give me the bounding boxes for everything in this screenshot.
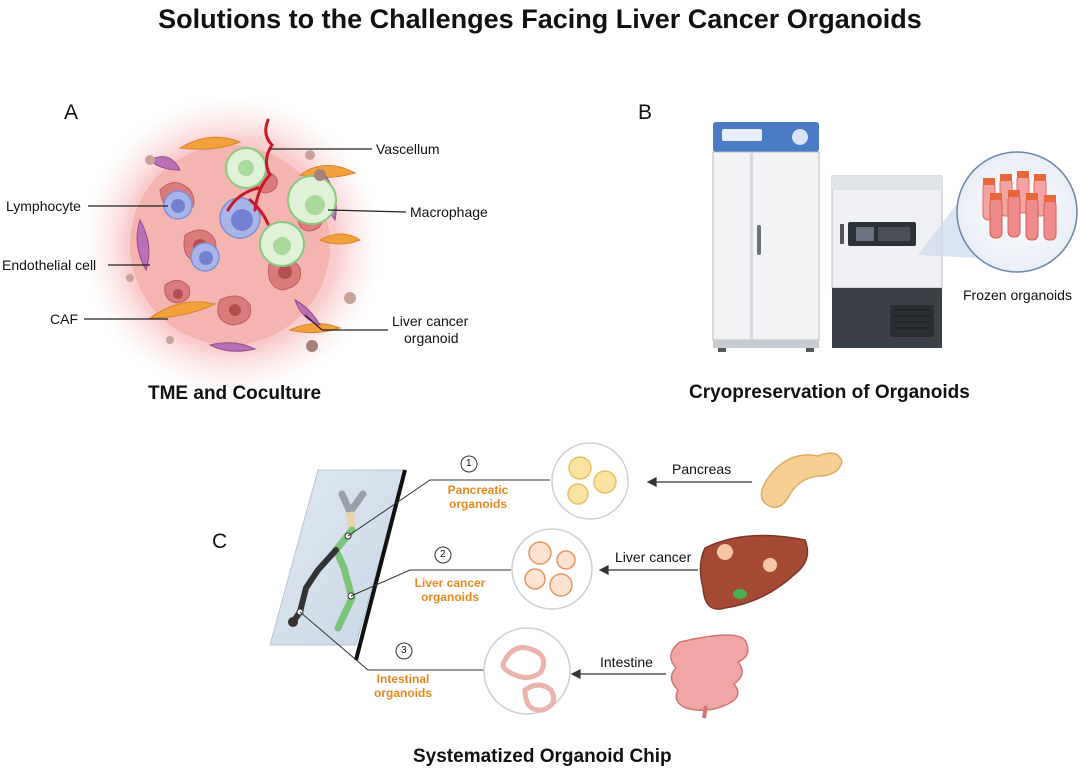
panel-a-letter: A: [64, 101, 79, 124]
pancreatic-organoids-line2: organoids: [448, 497, 507, 511]
panel-a-caption: TME and Coculture: [148, 383, 322, 404]
pancreatic-organoids-line1: Pancreatic: [447, 483, 509, 497]
step-number-3: 3: [401, 645, 407, 656]
vascellum-label: Vascellum: [376, 141, 440, 157]
freezer-illustration: [712, 122, 1078, 352]
pancreatic-organoids-label: Pancreatic organoids: [440, 483, 516, 511]
liver-cancer-organoids-line1: Liver cancer: [414, 576, 486, 590]
liver-cancer-organoids-line2: organoids: [420, 590, 479, 604]
step-number-2: 2: [440, 549, 446, 560]
step-number-1: 1: [466, 458, 472, 469]
endothelial-cell-label: Endothelial cell: [2, 257, 97, 273]
macrophage-label: Macrophage: [410, 204, 488, 220]
panel-c-caption: Systematized Organoid Chip: [413, 746, 672, 767]
page-title: Solutions to the Challenges Facing Liver…: [158, 4, 922, 34]
panel-b-letter: B: [638, 101, 653, 124]
frozen-organoids-label: Frozen organoids: [963, 287, 1072, 303]
intestinal-organoids-line2: organoids: [373, 686, 432, 700]
lymphocyte-label: Lymphocyte: [6, 198, 81, 214]
intestinal-organoids-label: Intestinal organoids: [370, 672, 436, 700]
caf-label: CAF: [50, 311, 78, 327]
tme-illustration: [82, 95, 407, 395]
intestine-label: Intestine: [600, 654, 653, 670]
organoid-chip-illustration: [269, 442, 843, 719]
liver-cancer-organoid-label-line2: organoid: [404, 330, 459, 346]
panel-b-caption: Cryopreservation of Organoids: [689, 382, 970, 403]
panel-c-letter: C: [212, 530, 228, 553]
pancreas-label: Pancreas: [672, 461, 732, 477]
liver-cancer-organoids-label: Liver cancer organoids: [410, 576, 490, 604]
liver-cancer-organoid-label-line1: Liver cancer: [392, 313, 469, 329]
intestinal-organoids-line1: Intestinal: [376, 672, 430, 686]
liver-cancer-label: Liver cancer: [615, 549, 692, 565]
